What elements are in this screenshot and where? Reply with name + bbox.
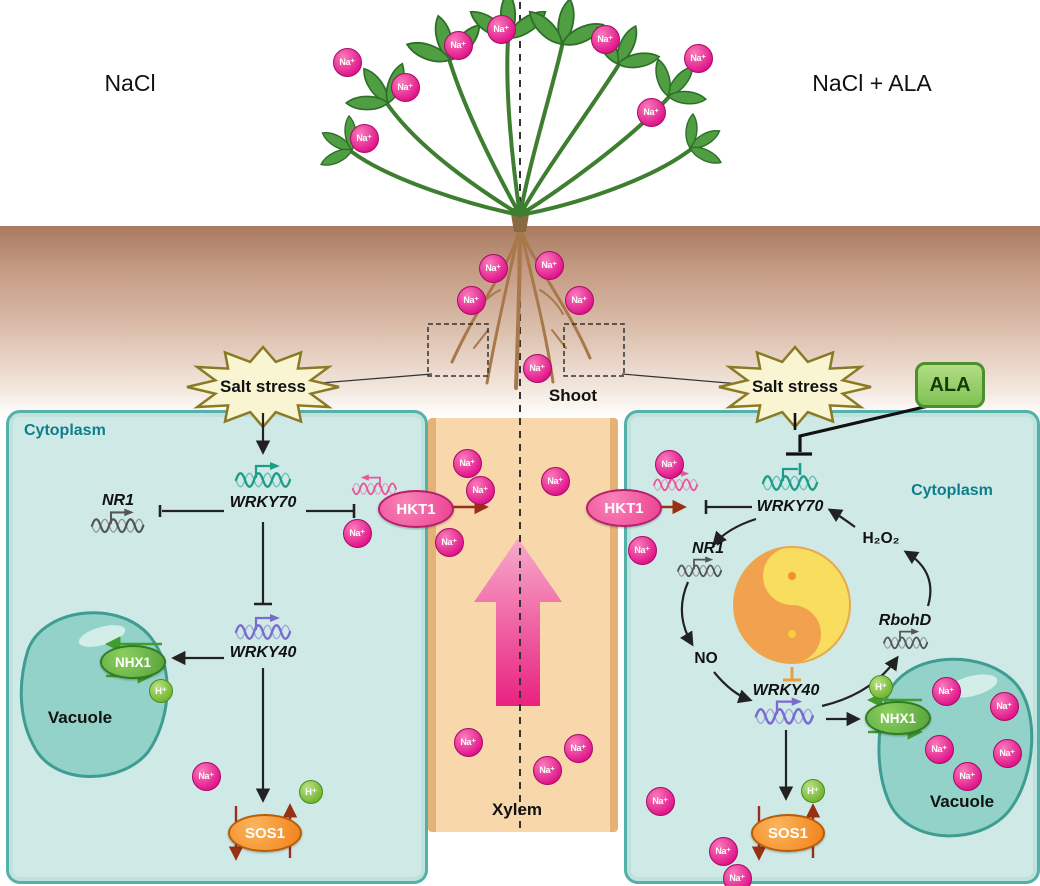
nhx1-left: NHX1 bbox=[100, 645, 166, 679]
nhx1-right: NHX1 bbox=[865, 701, 931, 735]
na-ion: Na⁺ bbox=[992, 738, 1022, 768]
na-ion: Na⁺ bbox=[434, 527, 464, 557]
na-ion: Na⁺ bbox=[590, 24, 620, 54]
na-ion: Na⁺ bbox=[931, 676, 961, 706]
wrky40-label-right: WRKY40 bbox=[752, 682, 820, 699]
na-ion: Na⁺ bbox=[924, 734, 954, 764]
na-ion: Na⁺ bbox=[456, 285, 486, 315]
stems bbox=[350, 38, 692, 217]
vacuole-label-right: Vacuole bbox=[929, 792, 995, 811]
na-ion: Na⁺ bbox=[452, 448, 482, 478]
na-ion: Na⁺ bbox=[532, 755, 562, 785]
leaves bbox=[306, 0, 736, 180]
sos1-right: SOS1 bbox=[751, 814, 825, 852]
rbohd-label: RbohD bbox=[878, 612, 932, 629]
salt-stress-label-left: Salt stress bbox=[220, 377, 306, 396]
left-cell bbox=[6, 410, 428, 884]
na-ion: Na⁺ bbox=[453, 727, 483, 757]
nr1-label-left: NR1 bbox=[101, 492, 135, 509]
wrky70-label-left: WRKY70 bbox=[229, 494, 297, 511]
na-ion: Na⁺ bbox=[722, 863, 752, 886]
salt-stress-label-right: Salt stress bbox=[752, 377, 838, 396]
shoot-label: Shoot bbox=[548, 386, 598, 405]
na-ion: Na⁺ bbox=[564, 285, 594, 315]
no-label: NO bbox=[694, 650, 718, 667]
wrky70-label-right: WRKY70 bbox=[756, 498, 824, 515]
na-ion: Na⁺ bbox=[342, 518, 372, 548]
na-ion: Na⁺ bbox=[540, 466, 570, 496]
xylem-label: Xylem bbox=[491, 800, 543, 819]
h2o2-label: H₂O₂ bbox=[862, 530, 900, 547]
h-ion: H⁺ bbox=[801, 779, 825, 803]
na-ion: Na⁺ bbox=[478, 253, 508, 283]
na-ion: Na⁺ bbox=[636, 97, 666, 127]
soil-band bbox=[0, 226, 1040, 418]
na-ion: Na⁺ bbox=[989, 691, 1019, 721]
na-ion: Na⁺ bbox=[486, 14, 516, 44]
na-ion: Na⁺ bbox=[465, 475, 495, 505]
nr1-label-right: NR1 bbox=[691, 540, 725, 557]
wrky40-label-left: WRKY40 bbox=[229, 644, 297, 661]
cytoplasm-label-right: Cytoplasm bbox=[911, 482, 993, 499]
na-ion: Na⁺ bbox=[443, 30, 473, 60]
ala-box: ALA bbox=[915, 362, 985, 408]
vacuole-label-left: Vacuole bbox=[47, 708, 113, 727]
h-ion: H⁺ bbox=[149, 679, 173, 703]
na-ion: Na⁺ bbox=[563, 733, 593, 763]
hkt1-left: HKT1 bbox=[378, 490, 454, 528]
na-ion: Na⁺ bbox=[654, 449, 684, 479]
na-ion: Na⁺ bbox=[332, 47, 362, 77]
na-ion: Na⁺ bbox=[390, 72, 420, 102]
na-ion: Na⁺ bbox=[191, 761, 221, 791]
na-ion: Na⁺ bbox=[645, 786, 675, 816]
cytoplasm-label-left: Cytoplasm bbox=[24, 422, 106, 439]
treatment-label-left: NaCl bbox=[104, 70, 156, 96]
na-ion: Na⁺ bbox=[522, 353, 552, 383]
treatment-label-right: NaCl + ALA bbox=[812, 70, 932, 96]
na-ion: Na⁺ bbox=[349, 123, 379, 153]
na-ion: Na⁺ bbox=[627, 535, 657, 565]
na-ion: Na⁺ bbox=[683, 43, 713, 73]
na-ion: Na⁺ bbox=[708, 836, 738, 866]
h-ion: H⁺ bbox=[299, 780, 323, 804]
sos1-left: SOS1 bbox=[228, 814, 302, 852]
hkt1-right: HKT1 bbox=[586, 489, 662, 527]
xylem-column bbox=[428, 418, 618, 832]
na-ion: Na⁺ bbox=[952, 761, 982, 791]
na-ion: Na⁺ bbox=[534, 250, 564, 280]
h-ion: H⁺ bbox=[869, 675, 893, 699]
